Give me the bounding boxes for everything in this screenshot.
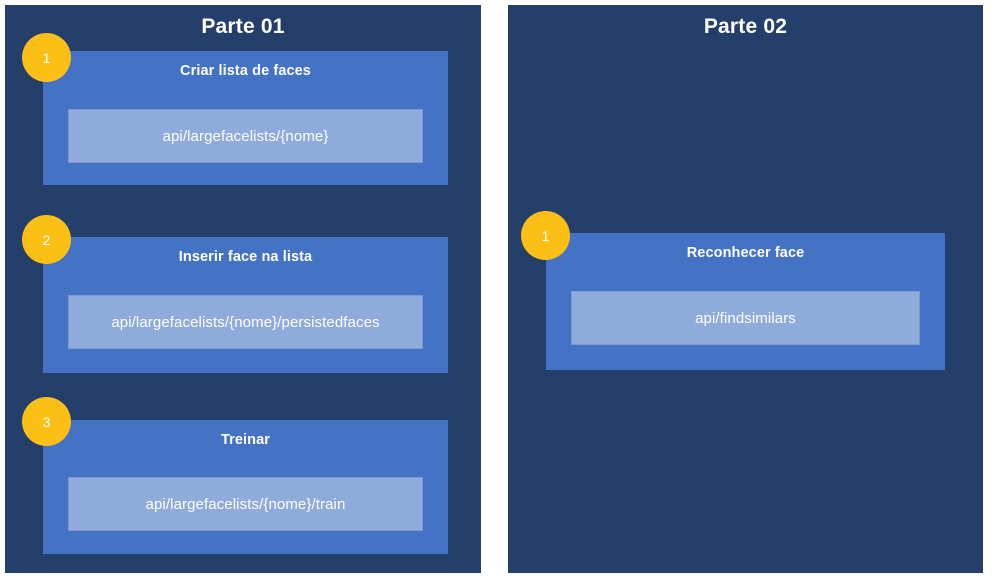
card-title: Treinar [220, 432, 271, 448]
card-criar-lista-de-faces[interactable]: Criar lista de faces api/largefacelists/… [43, 51, 448, 185]
step-number-badge-2: 2 [22, 215, 71, 264]
card-api-endpoint: api/largefacelists/{nome} [68, 109, 423, 163]
step-number-label: 3 [42, 413, 51, 430]
step-number-badge-1: 1 [521, 211, 570, 260]
card-api-endpoint: api/findsimilars [571, 291, 920, 345]
step-number-label: 2 [42, 231, 51, 248]
card-inserir-face-na-lista[interactable]: Inserir face na lista api/largefacelists… [43, 237, 448, 373]
panel-title-parte-02: Parte 02 [703, 15, 788, 38]
step-number-label: 1 [541, 227, 550, 244]
panel-parte-01: Parte 01 Criar lista de faces api/largef… [5, 5, 481, 573]
card-reconhecer-face[interactable]: Reconhecer face api/findsimilars [546, 233, 945, 370]
card-api-endpoint: api/largefacelists/{nome}/train [68, 477, 423, 531]
card-api-endpoint: api/largefacelists/{nome}/persistedfaces [68, 295, 423, 349]
panel-title-parte-01: Parte 01 [201, 15, 285, 38]
step-number-badge-1: 1 [22, 33, 71, 82]
card-title: Criar lista de faces [180, 63, 311, 79]
panel-parte-02: Parte 02 Reconhecer face api/findsimilar… [508, 5, 983, 573]
step-number-label: 1 [42, 49, 51, 66]
step-number-badge-3: 3 [22, 397, 71, 446]
card-title: Reconhecer face [686, 245, 805, 261]
card-treinar[interactable]: Treinar api/largefacelists/{nome}/train [43, 420, 448, 554]
card-title: Inserir face na lista [178, 249, 313, 265]
